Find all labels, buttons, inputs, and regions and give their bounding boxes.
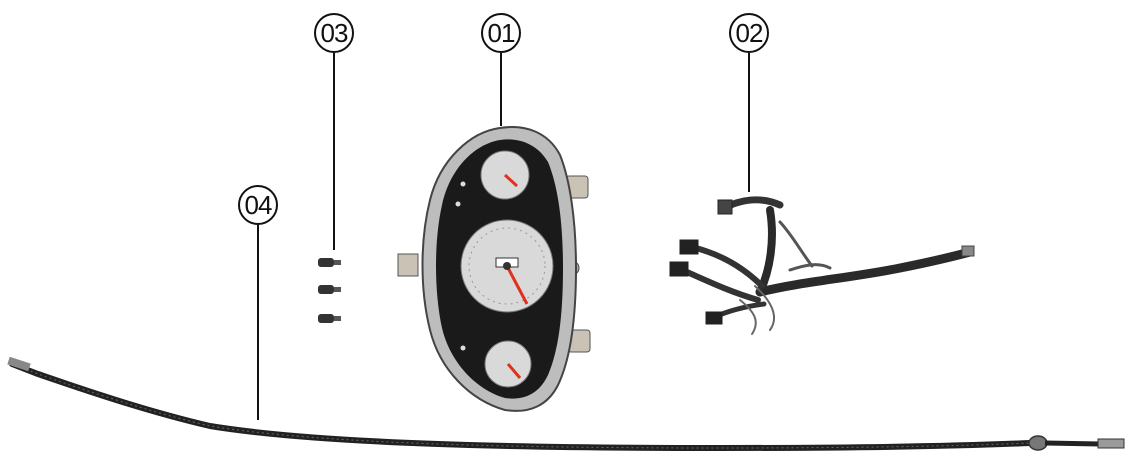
callout-04-label: 04 — [245, 190, 272, 221]
speedometer-cable — [7, 357, 1124, 450]
screw-2 — [318, 285, 341, 294]
screw-1 — [318, 258, 341, 267]
callout-03-label: 03 — [321, 18, 348, 49]
wiring-harness — [670, 200, 974, 334]
callout-01-label: 01 — [488, 18, 515, 49]
callout-02: 02 — [729, 13, 769, 53]
instrument-cluster — [398, 127, 590, 411]
callout-04: 04 — [238, 185, 278, 225]
screw-3 — [318, 314, 341, 323]
callout-03: 03 — [314, 13, 354, 53]
callout-01: 01 — [481, 13, 521, 53]
callout-02-label: 02 — [736, 18, 763, 49]
screws — [318, 258, 341, 323]
